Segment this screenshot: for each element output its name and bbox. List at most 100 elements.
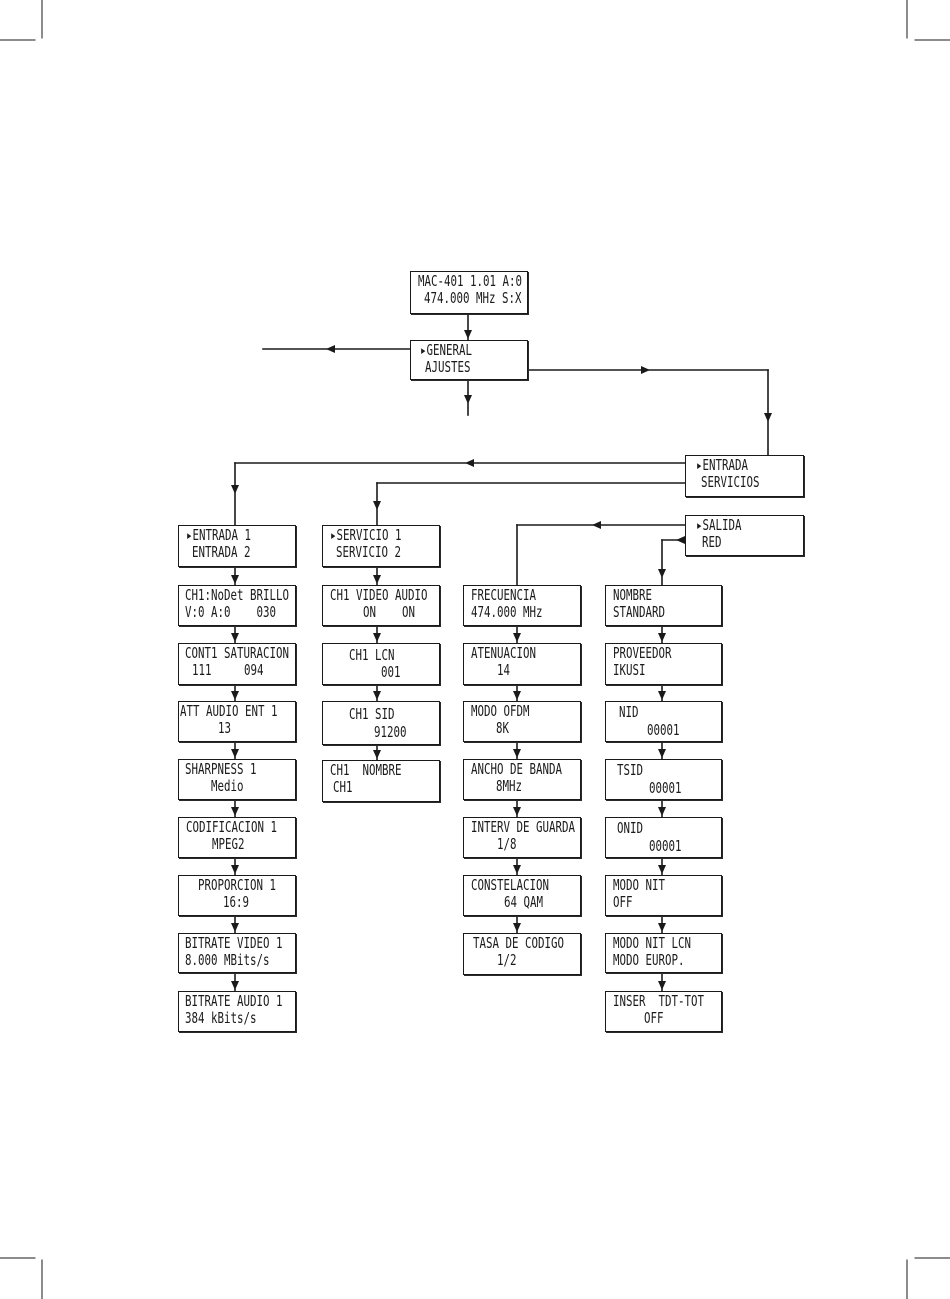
menu-box-inser-tdt-tot: INSER TDT-TOT OFF	[605, 991, 722, 1032]
arrowhead-down	[658, 923, 666, 932]
menu-box-codificacion: CODIFICACION 1 MPEG2	[178, 817, 296, 858]
menu-box-modo-nit: MODO NIT OFF	[605, 875, 722, 916]
lcd-line-2: 474.000 MHz S:X	[424, 289, 522, 307]
lcd-line-2: SERVICIOS	[701, 473, 760, 491]
lcd-line-2: 8.000 MBits/s	[185, 951, 270, 969]
lcd-line-1: INTERV DE GUARDA	[471, 818, 576, 836]
menu-box-entrada-select: ▸ENTRADA 1 ENTRADA 2	[178, 525, 296, 567]
lcd-line-1: ONID	[617, 819, 644, 837]
lcd-line-2: STANDARD	[613, 603, 666, 621]
arrowhead-down	[513, 633, 521, 642]
menu-box-nid: NID 00001	[605, 701, 722, 742]
lcd-line-2: MODO EUROP.	[613, 951, 685, 969]
lcd-line-2: 00001	[647, 721, 680, 739]
arrowhead-down	[658, 807, 666, 816]
lcd-line-2: RED	[702, 533, 722, 551]
lcd-line-1: PROPORCION 1	[198, 876, 277, 894]
lcd-line-1: MODO NIT	[613, 876, 666, 894]
arrowhead-down	[231, 865, 239, 874]
menu-box-att-audio: ATT AUDIO ENT 1 13	[178, 701, 296, 742]
lcd-line-2: 64 QAM	[504, 893, 544, 911]
arrowhead-down	[513, 807, 521, 816]
menu-box-proveedor: PROVEEDOR IKUSI	[605, 643, 722, 685]
menu-box-onid: ONID 00001	[605, 817, 722, 858]
arrowhead-down	[464, 395, 472, 404]
lcd-line-1: ▸SERVICIO 1	[330, 526, 402, 544]
menu-box-lcn: CH1 LCN 001	[322, 643, 440, 685]
lcd-line-2: Medio	[211, 777, 244, 795]
lcd-line-1: MODO OFDM	[471, 702, 530, 720]
lcd-line-2: SERVICIO 2	[336, 543, 402, 561]
arrowhead-down	[513, 865, 521, 874]
lcd-line-2: 00001	[649, 837, 682, 855]
lcd-line-2: 14	[497, 661, 511, 679]
arrowhead-down	[658, 981, 666, 990]
lcd-line-1: ▸ENTRADA	[696, 456, 749, 474]
arrowhead-down	[373, 691, 381, 700]
menu-box-frecuencia: FRECUENCIA 474.000 MHz	[463, 585, 581, 626]
lcd-line-1: CONT1 SATURACION	[185, 644, 290, 662]
lcd-line-1: PROVEEDOR	[613, 644, 672, 662]
lcd-line-1: CONSTELACION	[471, 876, 550, 894]
arrowhead-left	[592, 521, 601, 529]
menu-box-modo-ofdm: MODO OFDM 8K	[463, 701, 581, 742]
lcd-line-1: BITRATE VIDEO 1	[185, 934, 283, 952]
arrowhead-down	[231, 633, 239, 642]
menu-box-sid: CH1 SID 91200	[322, 701, 440, 745]
lcd-line-1: CH1 NOMBRE	[330, 761, 402, 779]
lcd-line-2: 384 kBits/s	[185, 1009, 257, 1027]
menu-box-ancho-banda: ANCHO DE BANDA 8MHz	[463, 759, 581, 800]
arrowhead-down	[513, 749, 521, 758]
menu-box-modo-nit-lcn: MODO NIT LCN MODO EUROP.	[605, 933, 722, 973]
menu-box-tasa-codigo: TASA DE CODIGO 1/2	[463, 933, 581, 975]
arrowhead-down	[231, 807, 239, 816]
menu-box-intervalo-guarda: INTERV DE GUARDA 1/8	[463, 817, 581, 858]
menu-box-bitrate-video: BITRATE VIDEO 1 8.000 MBits/s	[178, 933, 296, 973]
lcd-line-1: CH1:NoDet BRILLO	[185, 586, 290, 604]
lcd-line-2: IKUSI	[613, 661, 646, 679]
lcd-line-1: ATT AUDIO ENT 1	[180, 702, 278, 720]
lcd-line-2: CH1	[333, 778, 353, 796]
arrowhead-down	[658, 569, 666, 578]
lcd-line-2: 1/8	[497, 835, 517, 853]
lcd-line-1: ▸SALIDA	[696, 516, 742, 534]
lcd-line-2: 474.000 MHz	[471, 603, 543, 621]
lcd-line-2: 8K	[496, 719, 510, 737]
lcd-line-1: CODIFICACION 1	[186, 818, 278, 836]
arrowhead-down	[231, 981, 239, 990]
arrowhead-down	[373, 575, 381, 584]
arrowhead-down	[464, 330, 472, 339]
menu-box-video-audio: CH1 VIDEO AUDIO ON ON	[322, 585, 440, 626]
lcd-line-1: SHARPNESS 1	[185, 760, 257, 778]
lcd-line-1: FRECUENCIA	[471, 586, 537, 604]
arrowhead-down	[373, 633, 381, 642]
arrowhead-left	[465, 459, 474, 467]
lcd-line-1: CH1 SID	[349, 705, 395, 723]
menu-box-tsid: TSID 00001	[605, 759, 722, 800]
lcd-line-2: MPEG2	[212, 835, 245, 853]
lcd-line-2: 13	[218, 719, 232, 737]
menu-box-nombre-red: NOMBRE STANDARD	[605, 585, 722, 626]
arrowhead-down	[373, 501, 381, 510]
arrowhead-down	[231, 575, 239, 584]
lcd-line-2: ON ON	[363, 603, 416, 621]
menu-box-contraste-saturacion: CONT1 SATURACION 111 094	[178, 643, 296, 685]
lcd-line-2: 16:9	[223, 893, 250, 911]
lcd-line-2: V:0 A:0 030	[185, 603, 277, 621]
arrowhead-down	[658, 633, 666, 642]
menu-box-brillo: CH1:NoDet BRILLO V:0 A:0 030	[178, 585, 296, 626]
lcd-line-1: ▸GENERAL	[420, 341, 473, 359]
arrowhead-down	[231, 691, 239, 700]
arrowhead-down	[231, 485, 239, 494]
arrowhead-down	[658, 691, 666, 700]
lcd-line-2: ENTRADA 2	[192, 543, 251, 561]
lcd-line-1: CH1 LCN	[349, 646, 395, 664]
menu-box-bitrate-audio: BITRATE AUDIO 1 384 kBits/s	[178, 991, 296, 1032]
menu-box-constelacion: CONSTELACION 64 QAM	[463, 875, 581, 916]
lcd-line-1: MODO NIT LCN	[613, 934, 692, 952]
menu-box-servicio-select: ▸SERVICIO 1 SERVICIO 2	[322, 525, 440, 567]
lcd-line-1: BITRATE AUDIO 1	[185, 992, 283, 1010]
arrowhead-left	[326, 345, 335, 353]
lcd-line-2: 00001	[649, 779, 682, 797]
lcd-line-1: ATENUACION	[471, 644, 537, 662]
